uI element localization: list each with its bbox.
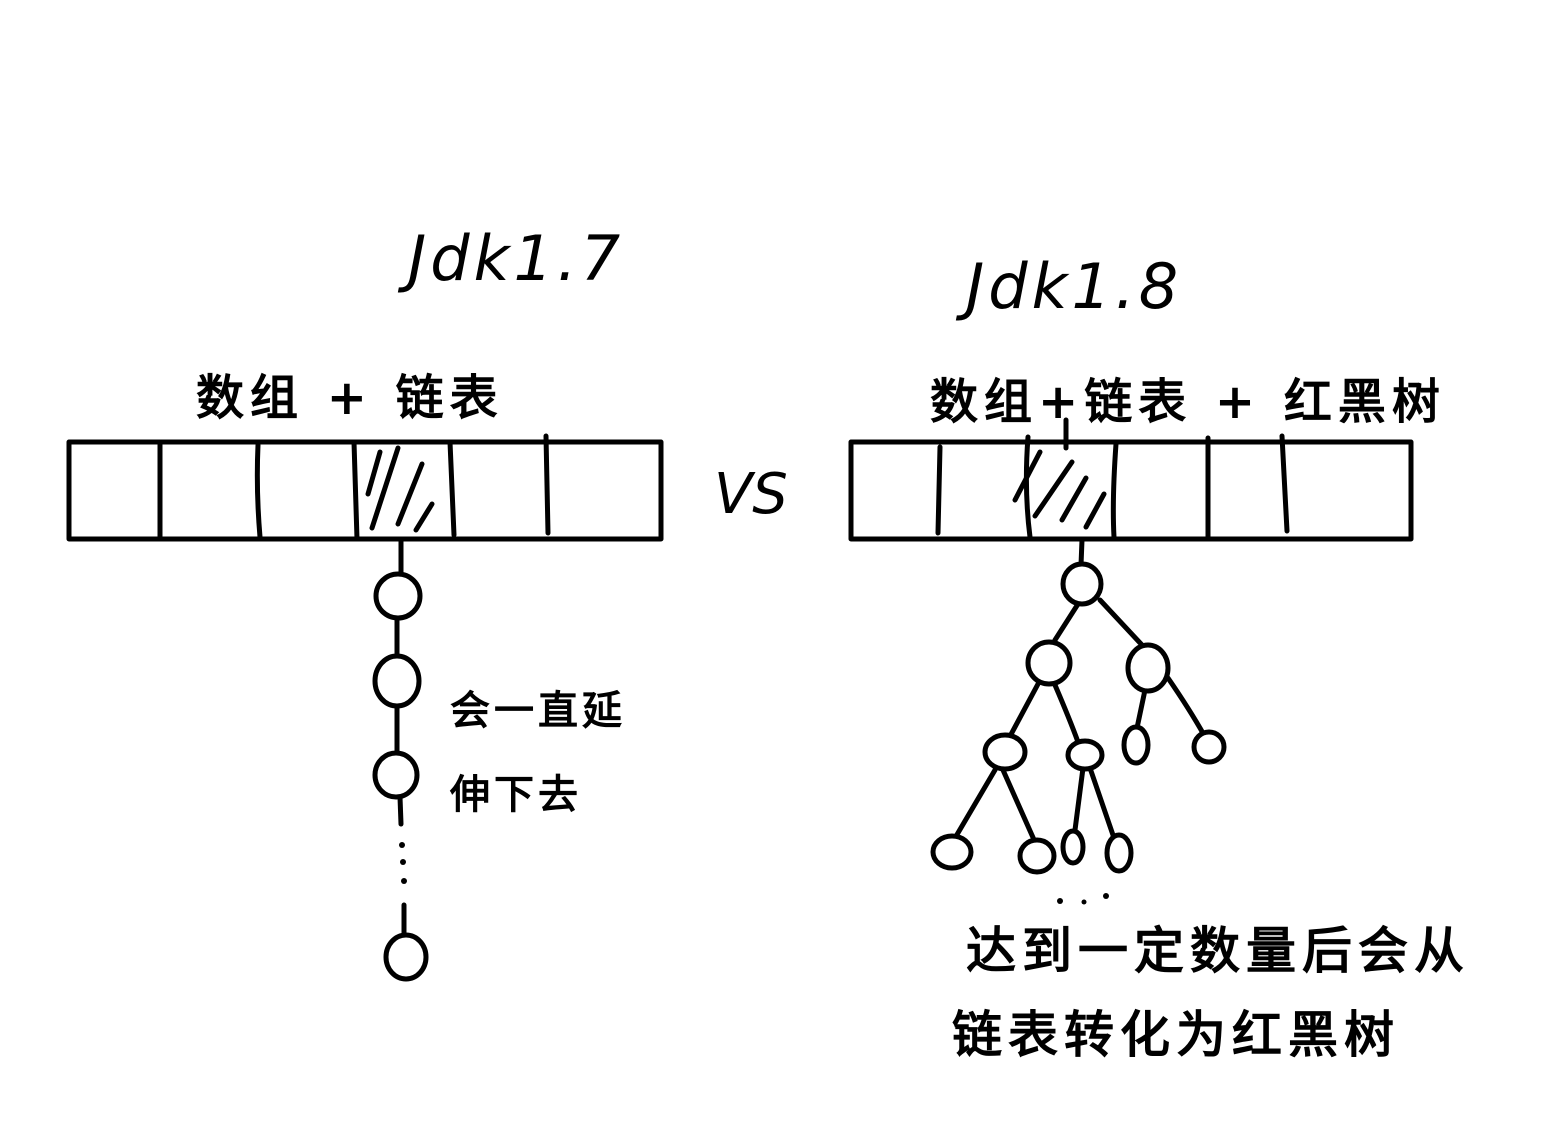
tree-ellipsis-dots bbox=[1057, 893, 1109, 905]
list-node bbox=[383, 932, 429, 982]
list-link bbox=[397, 794, 404, 827]
jdk18-array-outline bbox=[848, 439, 1414, 542]
vs-label: VS bbox=[714, 462, 788, 527]
jdk18-bucket-divider bbox=[935, 444, 943, 536]
jdk17-array bbox=[66, 433, 664, 542]
jdk18-bucket-divider bbox=[1023, 434, 1033, 540]
tree-node bbox=[1065, 738, 1105, 772]
list-node bbox=[372, 750, 420, 800]
tree-edge bbox=[1165, 675, 1207, 738]
tree-edge bbox=[1052, 601, 1081, 643]
jdk17-highlighted-bucket-hatch bbox=[365, 445, 435, 533]
tree-edge bbox=[1087, 765, 1117, 841]
jdk17-bucket-divider bbox=[543, 433, 551, 536]
tree-node bbox=[930, 833, 974, 871]
jdk17-linked-list bbox=[372, 537, 429, 982]
tree-edge bbox=[1134, 687, 1148, 731]
list-node bbox=[372, 653, 422, 709]
jdk17-note-line1: 会一直延 bbox=[450, 688, 626, 734]
tree-edge bbox=[1097, 597, 1145, 648]
tree-node bbox=[1125, 642, 1171, 694]
tree-node bbox=[1121, 724, 1151, 766]
tree-node bbox=[1017, 837, 1057, 875]
tree-node bbox=[1104, 832, 1134, 874]
jdk17-title: Jdk1.7 bbox=[408, 222, 625, 295]
tree-edge bbox=[1005, 681, 1041, 743]
tree-node bbox=[1191, 729, 1227, 765]
tree-node-root bbox=[1060, 561, 1104, 607]
jdk17-array-outline bbox=[66, 439, 664, 542]
jdk18-bucket-divider bbox=[1279, 433, 1290, 534]
tree-node bbox=[982, 732, 1028, 772]
jdk17-bucket-divider bbox=[254, 442, 263, 540]
jdk18-note-line1: 达到一定数量后会从 bbox=[966, 922, 1470, 980]
jdk17-bucket-divider bbox=[447, 439, 457, 538]
jdk17-note-line2: 伸下去 bbox=[450, 772, 582, 818]
jdk18-bucket-divider bbox=[1110, 441, 1119, 540]
jdk17-structure-label: 数组 + 链表 bbox=[196, 370, 504, 426]
jdk18-structure-label: 数组+链表 + 红黑树 bbox=[930, 374, 1446, 430]
tree-edge bbox=[952, 767, 998, 841]
jdk17-bucket-divider bbox=[351, 439, 360, 542]
tree-node bbox=[1025, 639, 1073, 687]
list-node bbox=[373, 571, 423, 621]
tree-edge bbox=[1052, 682, 1081, 745]
tree-edge bbox=[1072, 765, 1086, 833]
tree-node bbox=[1060, 828, 1086, 866]
jdk18-red-black-tree bbox=[930, 537, 1227, 905]
jdk18-note-line2: 链表转化为红黑树 bbox=[952, 1006, 1400, 1064]
tree-edge bbox=[1000, 767, 1038, 845]
list-ellipsis-dots bbox=[399, 842, 407, 884]
jdk18-title: Jdk1.8 bbox=[966, 250, 1183, 323]
jdk18-array bbox=[848, 417, 1414, 542]
jdk18-highlighted-bucket-hatch bbox=[1012, 449, 1107, 530]
tree-edge bbox=[1078, 537, 1085, 568]
